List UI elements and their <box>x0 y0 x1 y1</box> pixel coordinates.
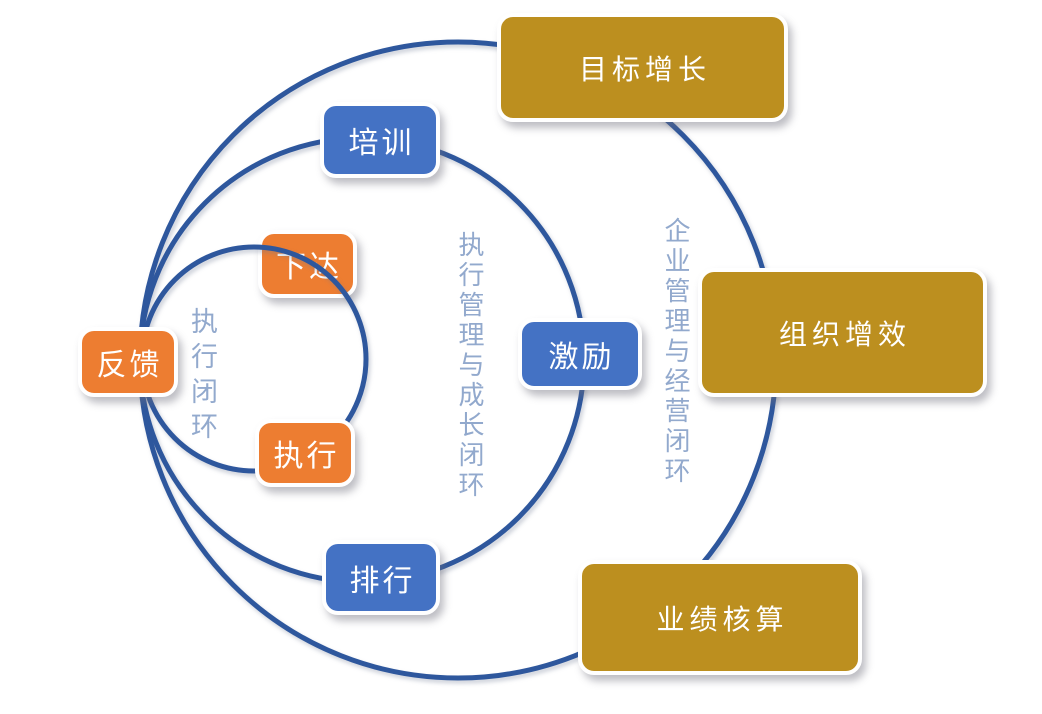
node-label-goal-growth: 目标增长 <box>578 53 711 85</box>
node-ranking: 排行 <box>322 540 440 615</box>
node-label-org-efficiency: 组织增效 <box>778 318 911 350</box>
node-assign: 下达 <box>258 230 357 298</box>
node-label-training: 培训 <box>348 127 415 160</box>
node-label-feedback: 反馈 <box>96 349 163 382</box>
node-execute: 执行 <box>255 419 355 487</box>
node-incentive: 激励 <box>518 318 642 390</box>
node-label-incentive: 激励 <box>548 341 615 374</box>
inner-ring-label: 执行闭环 <box>187 307 217 447</box>
node-org-efficiency: 组织增效 <box>698 268 987 397</box>
node-label-ranking: 排行 <box>349 564 416 598</box>
node-goal-growth: 目标增长 <box>497 13 788 122</box>
node-label-assign: 下达 <box>276 251 342 284</box>
node-performance-accounting: 业绩核算 <box>578 560 862 675</box>
middle-ring-label: 执行管理与成长闭环 <box>455 231 485 501</box>
outer-ring-label: 企业管理与经营闭环 <box>661 217 691 487</box>
node-label-performance-accounting: 业绩核算 <box>656 603 789 635</box>
node-feedback: 反馈 <box>78 327 178 397</box>
node-label-execute: 执行 <box>273 440 340 473</box>
node-training: 培训 <box>320 102 440 178</box>
